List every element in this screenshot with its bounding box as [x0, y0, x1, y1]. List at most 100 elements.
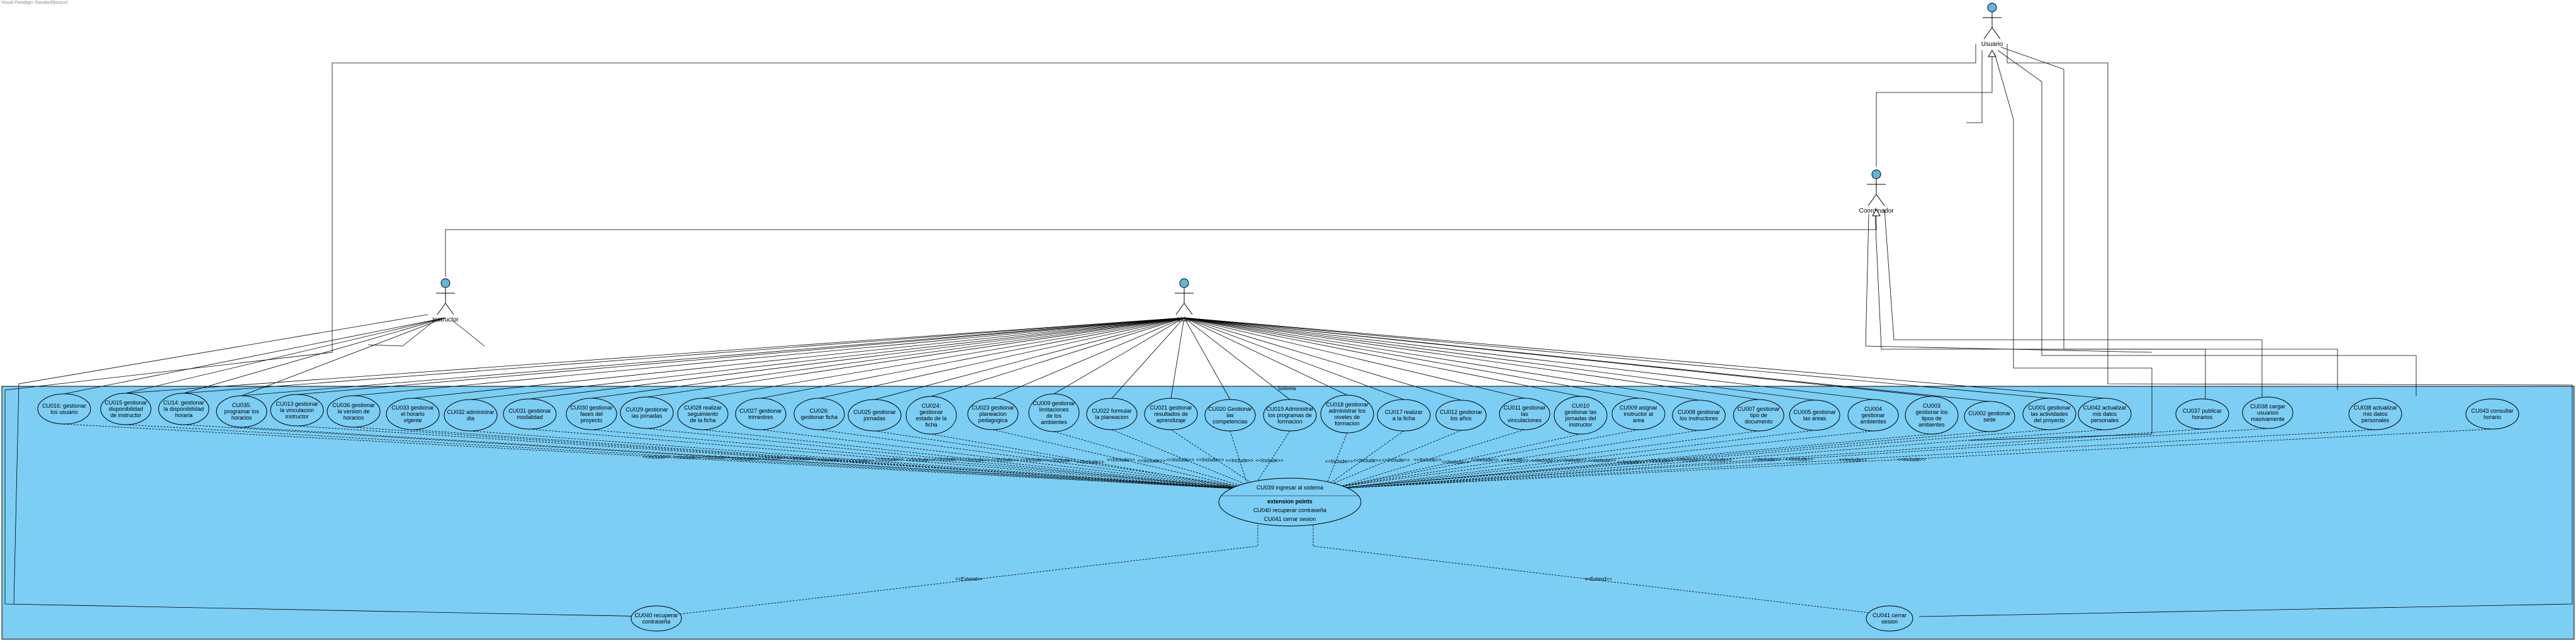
include-line: [819, 429, 1259, 490]
actor-lider[interactable]: Lider: [1175, 278, 1194, 323]
use-case-ellipse[interactable]: [1204, 399, 1256, 432]
include-label: <<Include>>: [1704, 457, 1732, 463]
use-case-label: vigente: [403, 417, 422, 423]
use-case-ellipse[interactable]: [735, 398, 787, 430]
use-case-ellipse[interactable]: [1905, 396, 1959, 435]
include-line: [1111, 429, 1259, 490]
use-case-ellipse[interactable]: [327, 395, 381, 428]
use-case-label: CU008 gestionar: [1677, 409, 1720, 415]
use-case-ellipse[interactable]: [620, 396, 674, 429]
use-case-ellipse[interactable]: [2242, 396, 2293, 429]
use-case-ellipse[interactable]: [1964, 401, 2015, 432]
use-case-ellipse[interactable]: [1733, 399, 1784, 432]
use-case-c14[interactable]: CU026:gestionar ficha: [793, 398, 845, 430]
use-case-ellipse[interactable]: [848, 399, 902, 432]
use-case-ellipse[interactable]: [444, 399, 498, 432]
use-case-ellipse[interactable]: [1789, 400, 1840, 431]
use-case-ellipse[interactable]: [503, 398, 557, 430]
use-case-ellipse[interactable]: [1866, 605, 1913, 632]
use-case-ellipse[interactable]: [1847, 399, 1899, 432]
use-case-ellipse[interactable]: [1672, 400, 1726, 431]
use-case-ellipse[interactable]: [1435, 400, 1487, 431]
use-case-ellipse[interactable]: [2078, 398, 2132, 430]
use-case-ellipse[interactable]: [270, 394, 324, 427]
use-case-ellipse[interactable]: [386, 398, 440, 430]
use-case-label: CU015 gestionar: [104, 400, 147, 406]
include-line: [1321, 431, 1990, 490]
use-case-ellipse[interactable]: [100, 393, 152, 425]
use-case-ellipse[interactable]: [1554, 396, 1608, 435]
use-case-ellipse[interactable]: [216, 395, 267, 428]
use-case-ellipse[interactable]: [630, 605, 682, 632]
use-case-ellipse[interactable]: [1218, 478, 1362, 527]
actor-usuario[interactable]: Usuario: [1981, 3, 2003, 48]
use-case-ellipse[interactable]: [793, 398, 845, 430]
use-case-ellipse[interactable]: [566, 398, 617, 430]
include-label: <<Include>>: [702, 455, 731, 461]
use-case-ellipse[interactable]: [1499, 398, 1550, 430]
actor-coordinador[interactable]: Coordinador: [1859, 169, 1894, 215]
use-case-ellipse[interactable]: [1320, 394, 1374, 433]
use-case-ellipse[interactable]: [2175, 398, 2229, 430]
use-case-ellipse[interactable]: [158, 393, 210, 425]
use-case-ellipse[interactable]: [2465, 398, 2519, 430]
use-case-ellipse[interactable]: [1144, 398, 1198, 430]
use-case-ellipse[interactable]: [1028, 393, 1080, 432]
use-case-ellipse[interactable]: [905, 396, 957, 435]
use-case-ellipse[interactable]: [1086, 398, 1138, 430]
use-case-ellipse[interactable]: [2022, 398, 2076, 430]
use-case-ellipse[interactable]: [1377, 399, 1431, 432]
use-case-ellipse[interactable]: [1263, 399, 1317, 432]
use-case-ellipse[interactable]: [967, 398, 1019, 430]
use-case-ellipse[interactable]: [677, 398, 729, 430]
use-case-ellipse[interactable]: [2348, 398, 2402, 430]
use-case-ellipse[interactable]: [1611, 398, 1666, 430]
use-case-ellipse[interactable]: [37, 393, 91, 425]
include-label: <<Include>>: [1588, 458, 1616, 464]
include-line: [1321, 430, 1700, 490]
actor-instructor[interactable]: Instructor: [432, 278, 459, 323]
